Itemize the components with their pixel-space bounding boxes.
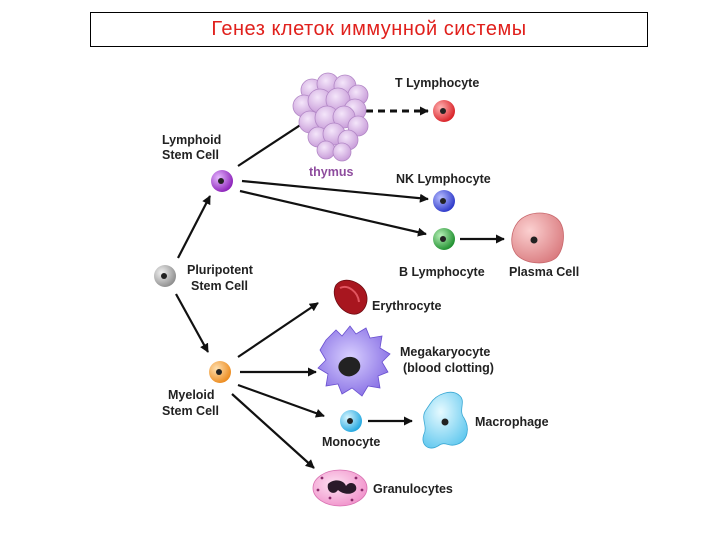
arrow-pluripotent-to-myeloid — [175, 293, 209, 353]
thymus-icon — [292, 72, 369, 162]
macrophage-icon — [422, 391, 468, 449]
arrow-pluripotent-to-lymphoid — [177, 195, 211, 259]
t-lymphocyte-label: T Lymphocyte — [395, 76, 479, 90]
b-lymphocyte-cell — [433, 228, 455, 250]
macrophage-label: Macrophage — [475, 415, 549, 429]
myeloid-label-line1: Myeloid — [168, 388, 215, 402]
arrow-lymphoid-to-nk — [241, 179, 429, 203]
granulocytes-label: Granulocytes — [373, 482, 453, 496]
pluripotent-stem-cell — [154, 265, 176, 287]
megakaryocyte-label-line1: Megakaryocyte — [400, 345, 490, 359]
erythrocyte-icon — [333, 279, 368, 315]
granulocytes-icon — [312, 469, 368, 507]
pluripotent-label-line1: Pluripotent — [187, 263, 254, 277]
title-box: Генез клеток иммунной системы — [90, 12, 648, 47]
erythrocyte-label: Erythrocyte — [372, 299, 442, 313]
thymus-label: thymus — [309, 165, 354, 179]
megakaryocyte-label-line2: (blood clotting) — [403, 361, 494, 375]
monocyte-label: Monocyte — [322, 435, 380, 449]
plasma-cell-icon — [511, 212, 564, 264]
arrow-lymphoid-to-thymus — [237, 119, 309, 167]
nk-lymphocyte-cell — [433, 190, 455, 212]
arrow-myeloid-to-granulocytes — [231, 393, 315, 469]
megakaryocyte-icon — [317, 325, 391, 397]
diagram-title: Генез клеток иммунной системы — [211, 18, 527, 40]
nk-lymphocyte-label: NK Lymphocyte — [396, 172, 491, 186]
arrows — [175, 106, 505, 469]
lymphoid-label-line1: Lymphoid — [162, 133, 221, 147]
pluripotent-label-line2: Stem Cell — [191, 279, 248, 293]
monocyte-cell — [340, 410, 362, 432]
arrow-lymphoid-to-b — [239, 189, 427, 237]
myeloid-stem-cell — [209, 361, 231, 383]
plasma-cell-label: Plasma Cell — [509, 265, 579, 279]
b-lymphocyte-label: B Lymphocyte — [399, 265, 485, 279]
lymphoid-stem-cell — [211, 170, 233, 192]
myeloid-label-line2: Stem Cell — [162, 404, 219, 418]
t-lymphocyte-cell — [433, 100, 455, 122]
arrow-myeloid-to-monocyte — [237, 383, 325, 418]
lymphoid-label-line2: Stem Cell — [162, 148, 219, 162]
arrow-myeloid-to-erythrocyte — [237, 302, 319, 358]
